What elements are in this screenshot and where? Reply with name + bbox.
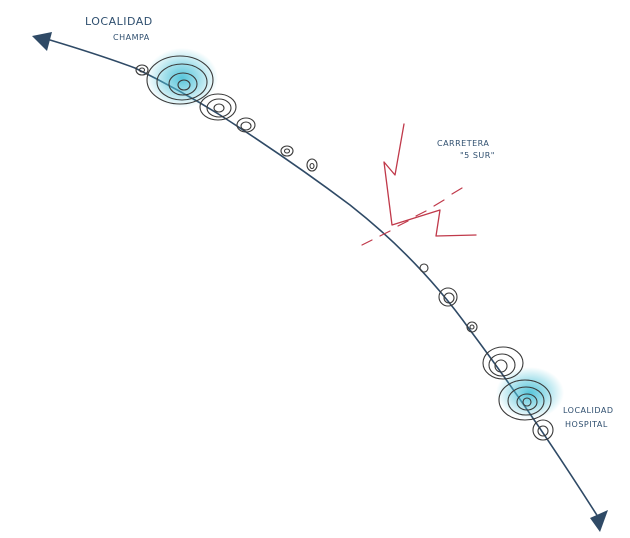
bottom-locality-name-line1: LOCALIDAD — [563, 406, 614, 415]
mid-route-rings — [419, 263, 478, 333]
bottom-locality-name-line2: HOSPITAL — [565, 420, 608, 429]
bottom-locality-rings — [482, 346, 554, 441]
bottom-locality-label: LOCALIDAD HOSPITAL — [563, 406, 614, 429]
road-5-sur-sketch — [361, 123, 477, 246]
route-line — [49, 39, 601, 521]
bottom-locality-highlight — [496, 367, 564, 419]
road-name-line1: CARRETERA — [437, 139, 489, 148]
arrow-end-icon — [590, 510, 608, 532]
top-locality-name-line1: LOCALIDAD — [85, 15, 153, 28]
top-locality-highlight — [146, 48, 218, 108]
top-locality-rings — [135, 55, 318, 172]
top-locality-label: LOCALIDAD CHAMPA — [85, 15, 153, 42]
arrow-start-icon — [32, 32, 52, 51]
top-locality-name-line2: CHAMPA — [113, 33, 150, 42]
road-label: CARRETERA "5 SUR" — [437, 139, 495, 160]
road-name-line2: "5 SUR" — [460, 151, 495, 160]
